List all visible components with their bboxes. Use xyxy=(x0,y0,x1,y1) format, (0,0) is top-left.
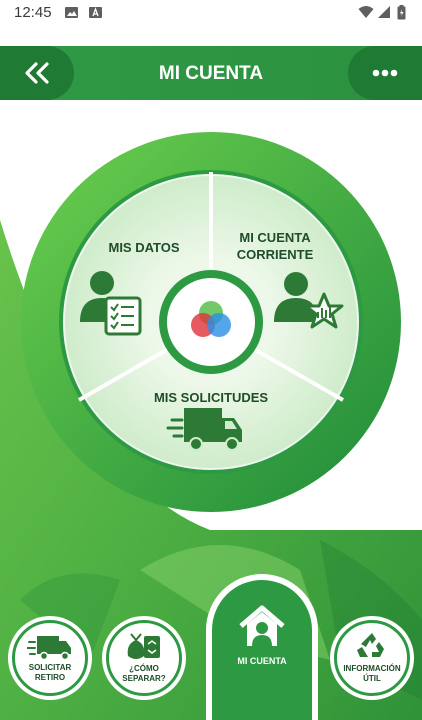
mis-datos-segment[interactable]: MIS DATOS xyxy=(94,239,194,256)
recycling-bag-icon xyxy=(127,633,160,659)
page-title: MI CUENTA xyxy=(158,63,264,84)
double-chevron-left-icon xyxy=(25,62,49,84)
mi-cuenta-nav-label: MI CUENTA xyxy=(237,656,287,666)
more-dots-icon xyxy=(372,69,398,77)
user-document-icon xyxy=(80,271,142,336)
user-star-icon xyxy=(274,272,344,329)
a-icon xyxy=(89,7,102,18)
mi-cuenta-corriente-segment[interactable]: MI CUENTA CORRIENTE xyxy=(225,229,325,263)
status-time: 12:45 xyxy=(14,4,52,21)
informacion-util-line1: INFORMACIÓN xyxy=(343,663,401,673)
mi-cuenta-nav-button[interactable]: MI CUENTA xyxy=(206,574,318,720)
mis-solicitudes-segment[interactable]: MIS SOLICITUDES xyxy=(141,389,281,406)
informacion-util-line2: ÚTIL xyxy=(363,673,381,683)
solicitar-retiro-button[interactable]: SOLICITAR RETIRO xyxy=(8,616,92,700)
mis-datos-label: MIS DATOS xyxy=(108,240,180,255)
mis-solicitudes-label: MIS SOLICITUDES xyxy=(153,390,269,405)
solicitar-retiro-line1: SOLICITAR xyxy=(28,662,72,672)
signal-icon xyxy=(378,6,390,18)
logo-icon xyxy=(191,301,231,337)
app-header: MI CUENTA xyxy=(0,46,422,100)
como-separar-line1: ¿CÓMO xyxy=(129,664,159,673)
home-user-icon xyxy=(239,605,285,646)
account-wheel xyxy=(21,132,401,512)
more-options-button[interactable] xyxy=(348,46,422,100)
solicitar-retiro-line2: RETIRO xyxy=(34,672,66,682)
status-bar: 12:45 xyxy=(0,0,422,24)
recycle-icon xyxy=(357,632,384,657)
back-button[interactable] xyxy=(0,46,74,100)
truck-icon xyxy=(27,635,71,660)
mi-cuenta-corriente-label-line2: CORRIENTE xyxy=(236,247,314,262)
como-separar-line2: SEPARAR? xyxy=(122,674,166,683)
wifi-icon xyxy=(358,6,374,18)
como-separar-button[interactable]: ¿CÓMO SEPARAR? xyxy=(102,616,186,700)
mi-cuenta-corriente-label-line1: MI CUENTA xyxy=(239,230,311,245)
image-icon xyxy=(65,7,78,18)
segment-dividers xyxy=(78,172,344,402)
informacion-util-button[interactable]: INFORMACIÓN ÚTIL xyxy=(330,616,414,700)
battery-icon xyxy=(397,5,406,20)
truck-icon xyxy=(166,408,242,451)
